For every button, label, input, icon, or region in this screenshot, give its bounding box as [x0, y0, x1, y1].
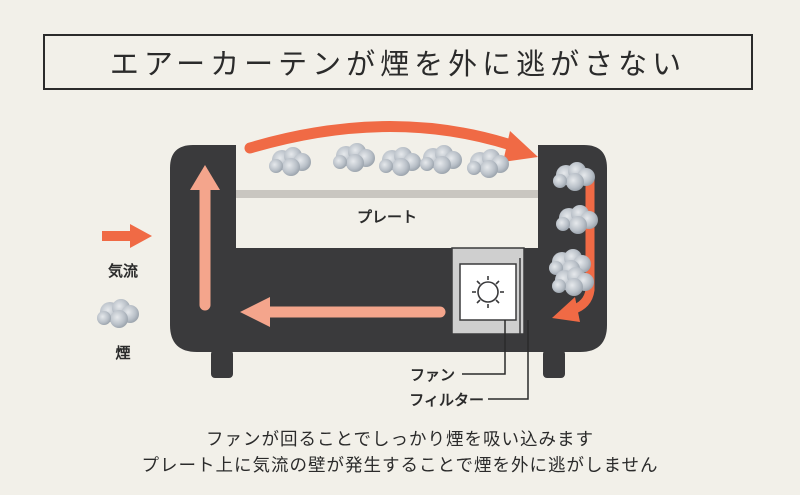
airflow-arrowhead-right — [552, 297, 580, 322]
fan-icon — [472, 276, 504, 308]
smoke-puff — [420, 145, 462, 174]
smoke-puff — [467, 149, 509, 178]
grill-foot-right — [543, 350, 565, 378]
smoke-puff — [269, 147, 311, 176]
grill-body — [170, 145, 607, 352]
diagram-title: エアーカーテンが煙を外に逃がさない — [109, 47, 687, 81]
fan-leader-line — [462, 320, 506, 375]
legend-airflow-label: 気流 — [108, 262, 138, 280]
legend-airflow-arrowhead — [130, 224, 152, 248]
legend-smoke-label: 煙 — [115, 344, 130, 362]
plate-label: プレート — [357, 208, 417, 226]
title-box: エアーカーテンが煙を外に逃がさない — [43, 34, 753, 90]
grill-foot-left — [211, 350, 233, 378]
airflow-arrowhead-bottom — [240, 297, 270, 327]
filter-label: フィルター — [409, 391, 484, 409]
caption-line-2: プレート上に気流の壁が発生することで煙を外に逃がしません — [141, 456, 659, 476]
fan-label: ファン — [410, 366, 455, 384]
airflow-arrowhead-left — [190, 165, 220, 190]
airflow-arrow-top — [244, 121, 526, 154]
filter-leader-line — [488, 320, 529, 400]
fan-housing — [459, 263, 517, 321]
smoke-puff — [333, 143, 375, 172]
caption-line-1: ファンが回ることでしっかり煙を吸い込みます — [206, 430, 594, 450]
legend-smoke-icon — [97, 299, 139, 328]
airflow-arrowhead-top — [503, 131, 538, 162]
plate — [236, 190, 538, 198]
smoke-puff — [379, 147, 421, 176]
